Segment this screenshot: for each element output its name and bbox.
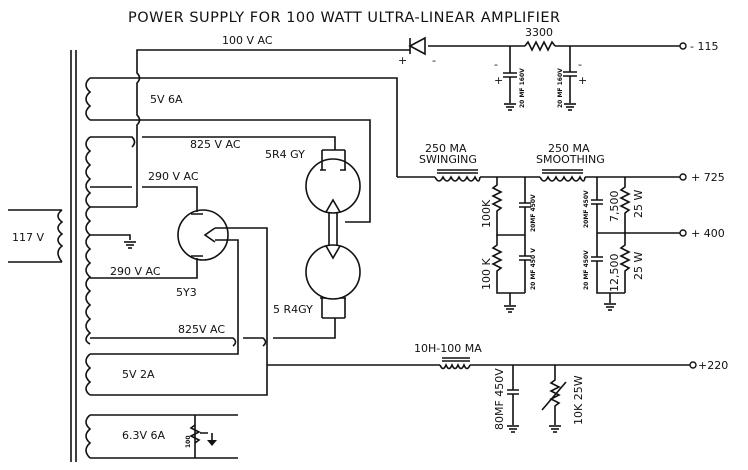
r-10k-label: 10K 25W bbox=[572, 375, 585, 425]
choke-swinging-type: SWINGING bbox=[419, 153, 477, 166]
choke-10h-label: 10H-100 MA bbox=[414, 342, 482, 355]
r-12500-label: 12,500 bbox=[608, 254, 621, 293]
cap-plus: + bbox=[578, 74, 587, 87]
terminal-400 bbox=[679, 229, 687, 237]
ground-icon bbox=[123, 241, 137, 249]
choke-smoothing-label: 250 MA bbox=[548, 142, 590, 155]
choke-swinging-icon bbox=[434, 169, 481, 182]
resistor-3300-icon bbox=[524, 40, 556, 52]
label-290v-top: 290 V AC bbox=[148, 170, 199, 183]
choke-swinging-label: 250 MA bbox=[425, 142, 467, 155]
hum-balance-pot-icon bbox=[189, 424, 213, 444]
label-5y3: 5Y3 bbox=[176, 286, 197, 299]
primary-voltage-label: 117 V bbox=[12, 231, 44, 244]
r-7500-label: 7,500 bbox=[608, 191, 621, 223]
label-5r4gy-bottom: 5 R4GY bbox=[273, 303, 313, 316]
tube-5r4gy-top-icon bbox=[305, 158, 361, 214]
terminal-400-label: + 400 bbox=[691, 227, 725, 240]
r-7500-watt-label: 25 W bbox=[632, 190, 645, 218]
tube-5y3-icon bbox=[177, 209, 229, 261]
terminal-725 bbox=[679, 173, 687, 181]
label-5v-2a: 5V 2A bbox=[122, 368, 155, 381]
label-290v-bottom: 290 V AC bbox=[110, 265, 161, 278]
label-63v-6a: 6.3V 6A bbox=[122, 429, 166, 442]
label-100v-ac: 100 V AC bbox=[222, 34, 273, 47]
chassis-ground-icon bbox=[207, 440, 217, 446]
diode-minus-label: - bbox=[432, 54, 436, 67]
diagram-title: POWER SUPPLY FOR 100 WATT ULTRA-LINEAR A… bbox=[128, 10, 561, 26]
cap-label: 20MF 450V bbox=[530, 194, 537, 232]
cap-label: 20MF 450V bbox=[583, 190, 590, 228]
cap-label: 20 MF 160V bbox=[519, 68, 526, 108]
secondary-windings bbox=[85, 77, 92, 459]
tube-5r4gy-bottom-icon bbox=[305, 212, 361, 300]
output-divider bbox=[591, 177, 680, 303]
choke-10h-icon bbox=[439, 357, 471, 370]
bleeder-divider bbox=[491, 177, 531, 305]
wiring bbox=[90, 45, 690, 459]
terminal-220 bbox=[689, 361, 697, 369]
terminal-725-label: + 725 bbox=[691, 171, 725, 184]
resistor-3300-label: 3300 bbox=[525, 26, 553, 39]
capacitor-80mf-icon bbox=[507, 365, 519, 425]
label-5v-6a: 5V 6A bbox=[150, 93, 183, 106]
cap-minus: - bbox=[494, 58, 498, 71]
choke-smoothing-icon bbox=[539, 169, 586, 182]
rectifier-diode-icon bbox=[408, 36, 426, 56]
r-12500-watt-label: 25 W bbox=[632, 252, 645, 280]
terminal-neg115-label: - 115 bbox=[690, 40, 718, 53]
cap-label: 20 MF 160V bbox=[557, 68, 564, 108]
filter-capacitors-negative bbox=[503, 46, 577, 103]
r-100k-top-label: 100K bbox=[480, 199, 493, 228]
r-100k-bottom-label: 100 K bbox=[480, 258, 493, 290]
variable-resistor-10k-icon bbox=[541, 365, 567, 425]
label-825v-top: 825 V AC bbox=[190, 138, 241, 151]
cap-label: 20 MF 450V bbox=[583, 250, 590, 290]
primary-winding: 117 V bbox=[8, 209, 64, 263]
label-825v-bottom: 825V AC bbox=[178, 323, 225, 336]
terminal-220-label: +220 bbox=[698, 359, 728, 372]
cap-minus: - bbox=[578, 58, 582, 71]
diode-plus-label: + bbox=[398, 54, 407, 67]
cap-label: 20 MF 450 V bbox=[530, 248, 537, 290]
label-5r4gy-top: 5R4 GY bbox=[265, 148, 305, 161]
pot-100-label: 100 bbox=[185, 435, 192, 448]
terminal-neg115 bbox=[679, 42, 687, 50]
cap-plus: + bbox=[494, 74, 503, 87]
transformer-core bbox=[70, 50, 77, 462]
cap-80mf-label: 80MF 450V bbox=[493, 368, 506, 430]
choke-smoothing-type: SMOOTHING bbox=[536, 153, 605, 166]
